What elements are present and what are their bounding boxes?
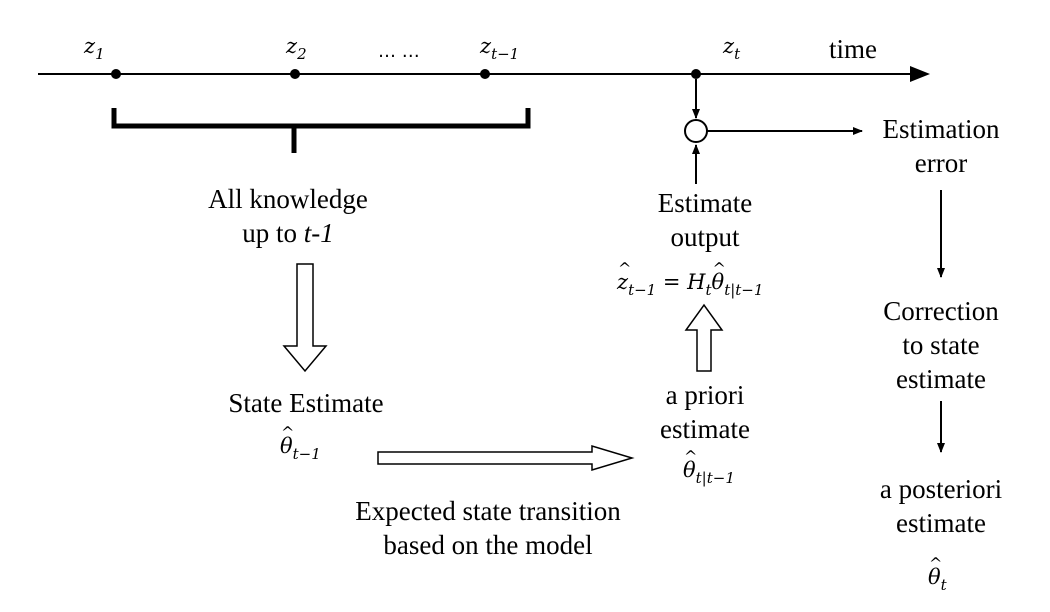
- timeline-ellipsis: … …: [378, 41, 420, 62]
- correction-line2: to state: [902, 330, 980, 360]
- zt-symbol: z: [723, 34, 735, 58]
- state-estimate-subscript: t−1: [292, 445, 321, 463]
- z2-subscript: 2: [297, 45, 307, 63]
- z2-symbol: z: [286, 34, 298, 58]
- zt-1-subscript: t−1: [491, 45, 520, 63]
- state-estimate-symbol: θt−1: [280, 421, 321, 466]
- label-zt-1: zt−1: [480, 34, 519, 66]
- formula-equals: =: [656, 270, 688, 294]
- hollow-arrow-up: [684, 303, 724, 372]
- error-line1: Estimation: [882, 114, 1000, 144]
- transition-label: Expected state transition based on the m…: [308, 494, 668, 562]
- dot-z1: [111, 69, 121, 79]
- formula-z-subscript: t−1: [628, 281, 657, 299]
- formula-h-subscript: t: [705, 281, 712, 299]
- hollow-arrow-right: [377, 444, 635, 472]
- transition-line2: based on the model: [383, 530, 593, 560]
- error-line2: error: [914, 148, 968, 178]
- state-estimate-label: State Estimate: [228, 388, 384, 418]
- estimate-output-line2: output: [670, 222, 740, 252]
- comparator-circle: [684, 119, 708, 143]
- formula-h: H: [687, 270, 706, 294]
- knowledge-line2-var: t-1: [303, 218, 334, 248]
- z1-symbol: z: [84, 34, 96, 58]
- posterior-line1: a posteriori: [879, 474, 1003, 504]
- knowledge-line1: All knowledge: [208, 184, 368, 214]
- prior-subscript: t|t−1: [695, 469, 735, 487]
- formula-z: z: [617, 257, 632, 294]
- posterior-theta: θ: [928, 552, 942, 589]
- label-zt: zt: [723, 34, 740, 66]
- label-z2: z2: [286, 34, 307, 66]
- dot-zt: [691, 69, 701, 79]
- posterior-line2: estimate: [896, 508, 986, 538]
- time-axis-arrowhead: [910, 66, 930, 82]
- z1-subscript: 1: [95, 45, 105, 63]
- correction-line3: estimate: [896, 364, 986, 394]
- knowledge-line2: up to t-1: [188, 216, 388, 250]
- error-label: Estimation error: [866, 112, 1016, 180]
- prior-line2: estimate: [660, 414, 750, 444]
- knowledge-line2-prefix: up to: [242, 218, 304, 248]
- posterior-subscript: t: [940, 576, 947, 594]
- dot-z2: [290, 69, 300, 79]
- knowledge-bracket: [111, 108, 531, 129]
- knowledge-label: All knowledge up to t-1: [188, 182, 388, 250]
- time-label: time: [829, 34, 877, 64]
- posterior-label: a posteriori estimate: [856, 472, 1026, 540]
- correction-line1: Correction: [883, 296, 999, 326]
- posterior-symbol: θt: [928, 552, 947, 597]
- estimate-output-line1: Estimate: [657, 188, 753, 218]
- label-z1: z1: [84, 34, 105, 66]
- dot-zt-1: [480, 69, 490, 79]
- prior-line1: a priori: [665, 380, 745, 410]
- prior-label: a priori estimate: [620, 378, 790, 446]
- state-estimate-theta: θ: [280, 421, 294, 458]
- estimate-output-formula: zt−1 = Htθt|t−1: [617, 257, 764, 302]
- hollow-arrow-down: [282, 263, 328, 373]
- prior-symbol: θt|t−1: [683, 445, 735, 490]
- transition-line1: Expected state transition: [355, 496, 621, 526]
- formula-theta-subscript: t|t−1: [724, 281, 764, 299]
- estimate-output-label: Estimate output: [620, 186, 790, 254]
- prior-theta: θ: [683, 445, 697, 482]
- correction-label: Correction to state estimate: [866, 294, 1016, 396]
- zt-subscript: t: [734, 45, 741, 63]
- zt-1-symbol: z: [480, 34, 492, 58]
- formula-theta: θ: [712, 257, 726, 294]
